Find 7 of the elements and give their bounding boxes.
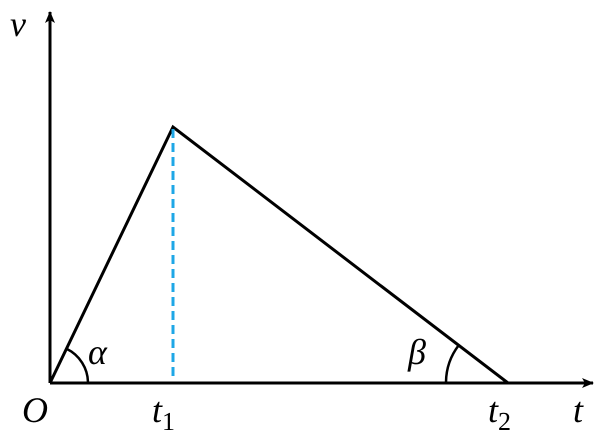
angle-label: β [408, 334, 426, 370]
angle-label: α [88, 334, 107, 370]
axis-label: t [573, 392, 584, 428]
axis-label: v [10, 6, 26, 42]
tick-label: t$_{2}$ [488, 392, 512, 428]
origin-label: O [22, 392, 48, 428]
tick-label: t$_{1}$ [152, 392, 176, 428]
